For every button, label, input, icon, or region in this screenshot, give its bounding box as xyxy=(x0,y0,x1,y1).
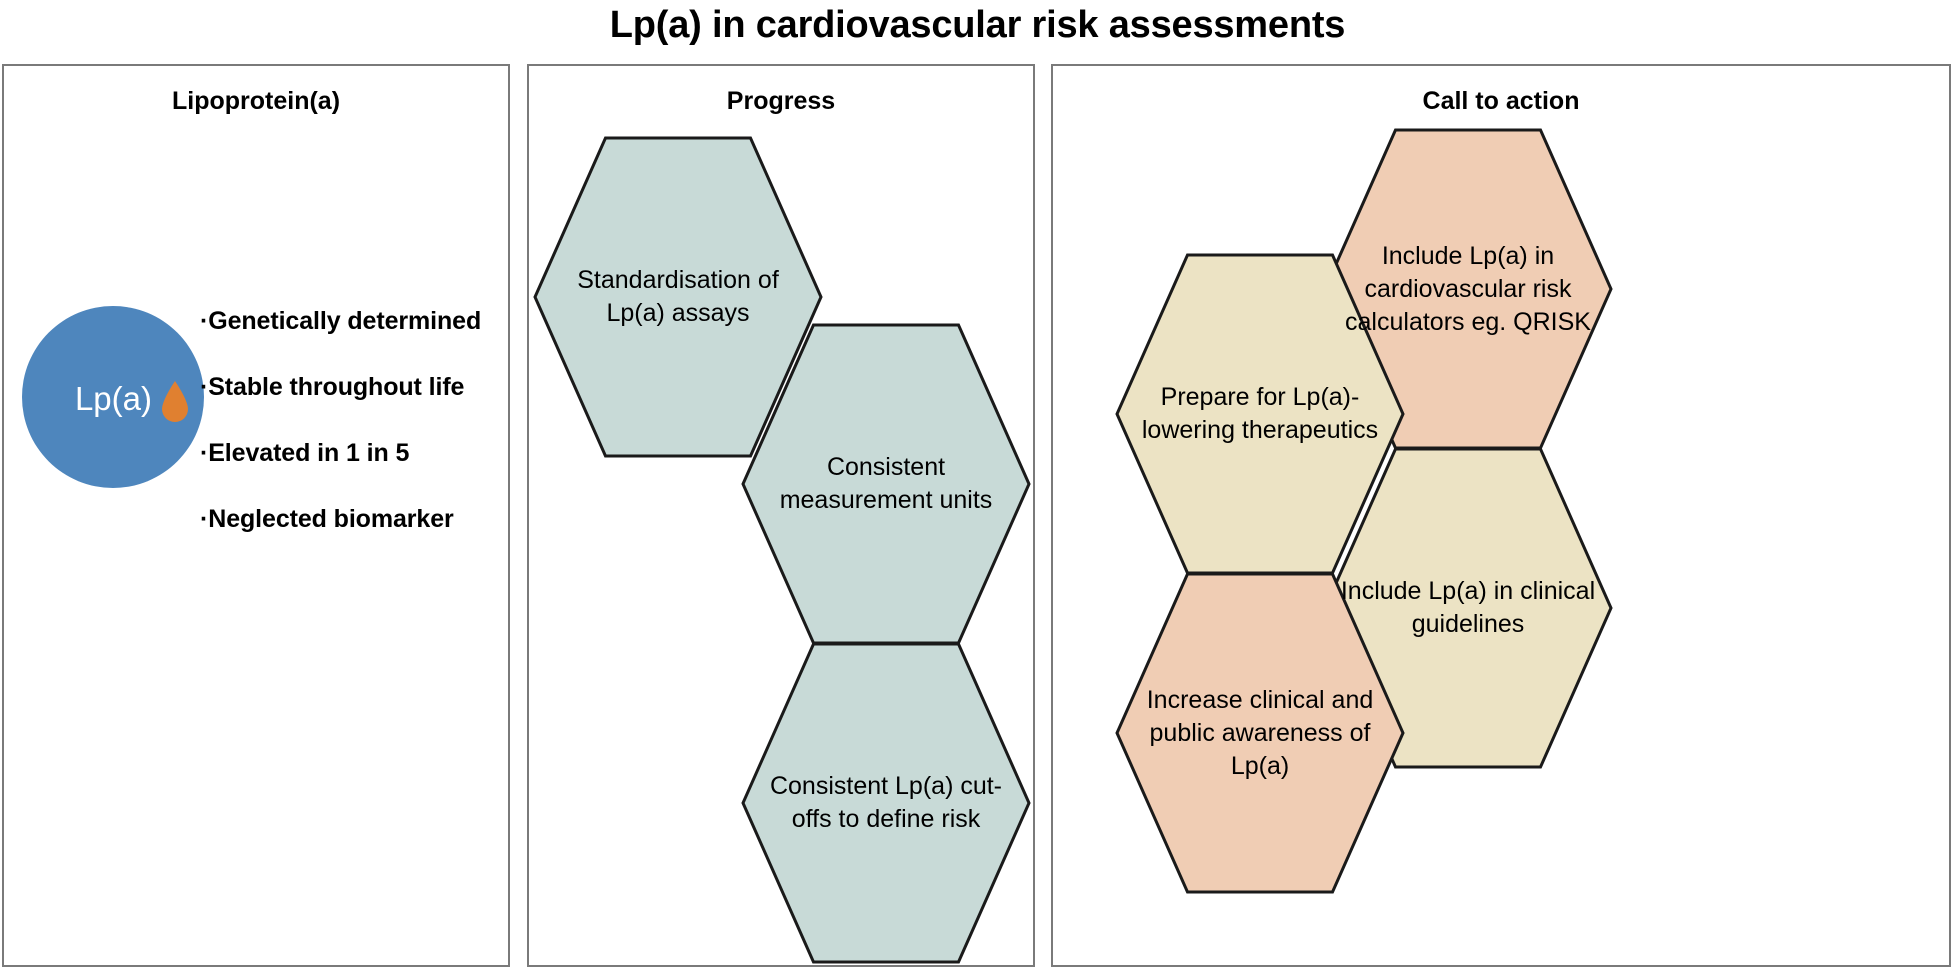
panel-title-lipoprotein: Lipoprotein(a) xyxy=(171,87,341,115)
list-item-label: Elevated in 1 in 5 xyxy=(208,439,410,467)
lipoprotein-bullet-list: ·Genetically determined ·Stable througho… xyxy=(200,306,510,570)
list-item: ·Genetically determined xyxy=(200,306,510,372)
bullet-marker: · xyxy=(200,505,209,533)
bullet-marker: · xyxy=(200,373,209,401)
call-hexagon-therapeutics: Prepare for Lp(a)-lowering therapeutics xyxy=(1115,253,1405,575)
progress-hexagon-cutoffs: Consistent Lp(a) cut-offs to define risk xyxy=(741,642,1031,964)
panel-progress: Progress Standardisation of Lp(a) assays… xyxy=(527,64,1035,967)
panel-call-to-action: Call to action Include Lp(a) in cardiova… xyxy=(1051,64,1951,967)
call-hexagon-awareness: Increase clinical and public awareness o… xyxy=(1115,572,1405,894)
lpa-bubble-label: Lp(a) xyxy=(74,380,152,417)
list-item: ·Stable throughout life xyxy=(200,372,510,438)
hexagon-label: Include Lp(a) in clinical guidelines xyxy=(1340,577,1596,638)
list-item-label: Neglected biomarker xyxy=(208,505,454,533)
hexagon-label: Increase clinical and public awareness o… xyxy=(1146,685,1374,780)
hexagon-shape xyxy=(1115,572,1405,894)
panel-lipoprotein: Lipoprotein(a) Lp(a) ·Genetically determ… xyxy=(2,64,510,967)
hexagon-label: Consistent measurement units xyxy=(779,453,993,514)
list-item: ·Neglected biomarker xyxy=(200,504,510,570)
figure-title: Lp(a) in cardiovascular risk assessments xyxy=(609,4,1346,46)
panel-title-progress: Progress xyxy=(726,87,836,115)
hexagon-label: Include Lp(a) in cardiovascular risk cal… xyxy=(1345,241,1591,336)
call-hexagon-clinical-guidelines: Include Lp(a) in clinical guidelines xyxy=(1323,447,1613,769)
list-item-label: Genetically determined xyxy=(208,307,482,335)
blood-droplet-icon xyxy=(162,381,188,422)
list-item: ·Elevated in 1 in 5 xyxy=(200,438,510,504)
hexagon-shape xyxy=(533,136,823,458)
progress-hexagon-measurement-units: Consistent measurement units xyxy=(741,323,1031,645)
lpa-bubble: Lp(a) xyxy=(22,306,204,488)
bullet-marker: · xyxy=(200,439,209,467)
call-hexagon-risk-calculators: Include Lp(a) in cardiovascular risk cal… xyxy=(1323,128,1613,450)
bullet-marker: · xyxy=(200,307,209,335)
hexagon-shape xyxy=(741,642,1031,964)
hexagon-label: Prepare for Lp(a)-lowering therapeutics xyxy=(1141,383,1379,444)
hexagon-label: Standardisation of Lp(a) assays xyxy=(577,266,779,327)
list-item-label: Stable throughout life xyxy=(208,373,465,401)
panel-title-call-to-action: Call to action xyxy=(1422,87,1580,115)
hexagon-label: Consistent Lp(a) cut-offs to define risk xyxy=(769,772,1003,833)
progress-hexagon-standardisation: Standardisation of Lp(a) assays xyxy=(533,136,823,458)
